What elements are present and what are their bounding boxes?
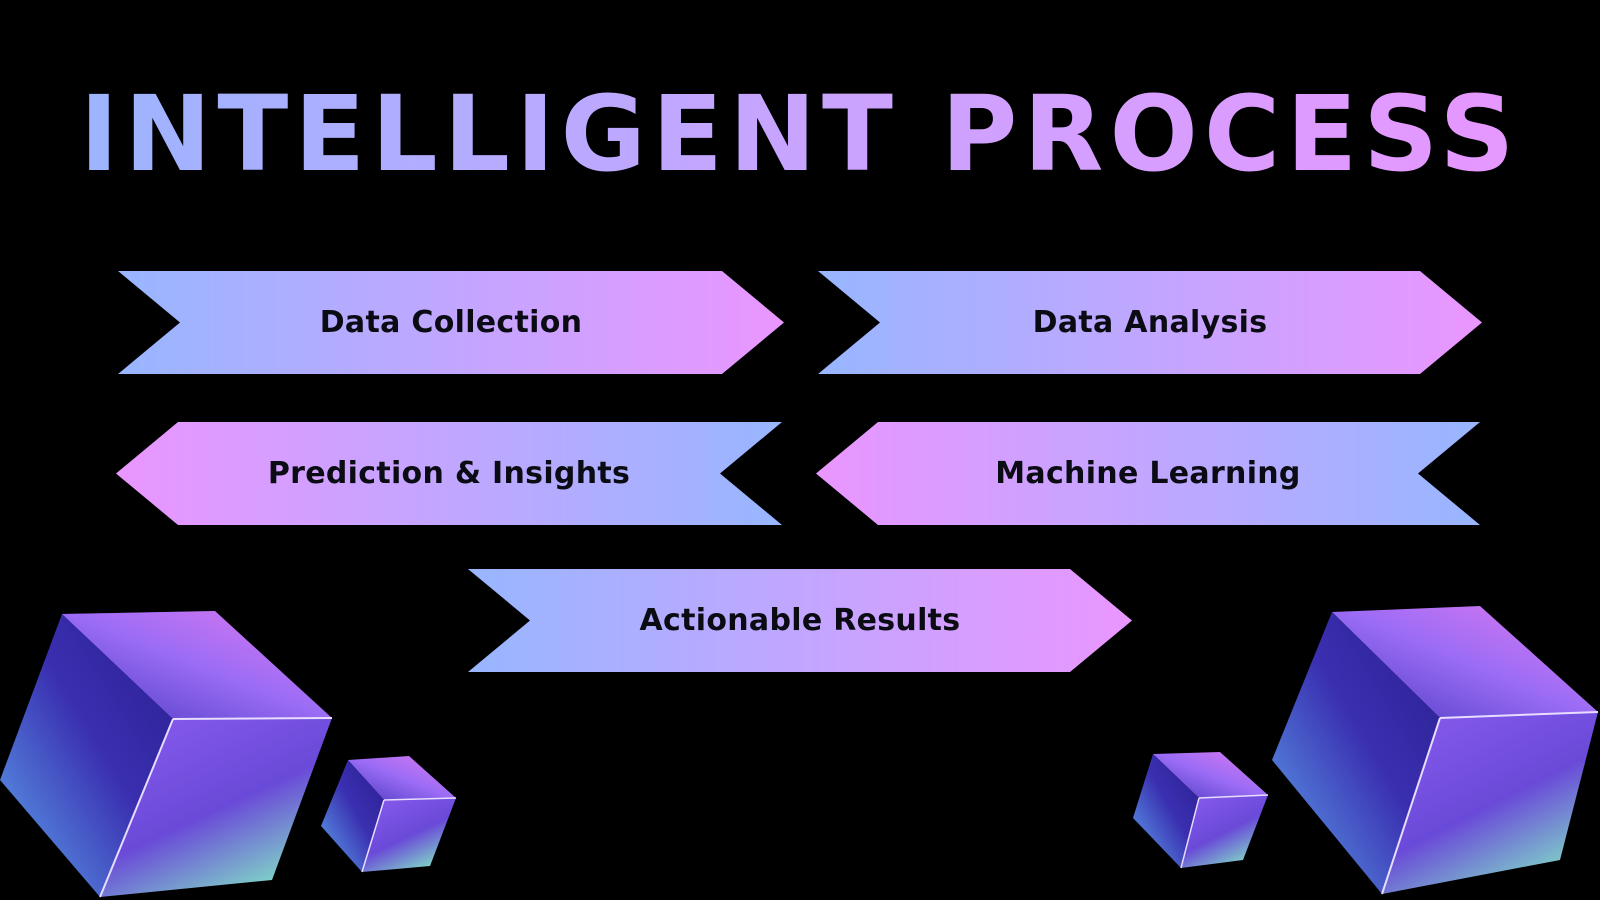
step-label: Data Analysis [1032,305,1268,340]
step-data-collection: Data Collection [118,271,784,374]
ribbon-arrow-right-icon [468,569,1132,672]
cube-icon [1272,606,1599,895]
step-prediction-insights: Prediction & Insights [116,422,782,525]
ribbon-arrow-right-icon [118,271,784,374]
cube-icon [0,611,333,898]
page-title: INTELLIGENT PROCESS [0,82,1600,186]
step-actionable-results: Actionable Results [468,569,1132,672]
cube-icon [1133,752,1269,869]
step-data-analysis: Data Analysis [818,271,1482,374]
step-label: Data Collection [319,305,583,340]
ribbon-arrow-right-icon [818,271,1482,374]
cube-icon [321,756,457,873]
step-machine-learning: Machine Learning [816,422,1480,525]
step-label: Prediction & Insights [267,456,631,491]
ribbon-arrow-left-icon [816,422,1480,525]
ribbon-arrow-left-icon [116,422,782,525]
step-label: Actionable Results [639,603,961,638]
step-label: Machine Learning [995,456,1301,491]
